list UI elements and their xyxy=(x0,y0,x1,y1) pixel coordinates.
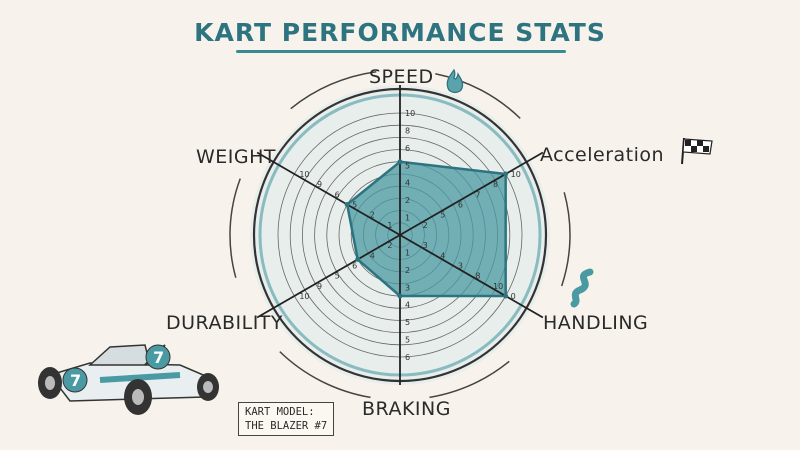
tick-label: 2 xyxy=(370,211,375,220)
tick-label: 7 xyxy=(475,190,480,199)
tick-label: 8 xyxy=(493,180,498,189)
tick-label: 6 xyxy=(405,144,410,153)
axis-label-acceleration: Acceleration xyxy=(540,144,665,166)
arrow-handling-braking xyxy=(429,360,510,399)
axis-label-handling: HANDLING xyxy=(543,312,649,334)
axis-label-weight: WEIGHT xyxy=(196,146,277,168)
tick-label: 5 xyxy=(405,161,410,170)
kart-model-box: KART MODEL: THE BLAZER #7 xyxy=(238,402,335,436)
tick-label: 1 xyxy=(387,221,392,230)
data-point-durability xyxy=(355,256,361,262)
arrow-braking-durability xyxy=(279,351,371,399)
tick-label: 9 xyxy=(317,282,322,291)
tick-label: 1 xyxy=(405,248,410,257)
tick-label: 2 xyxy=(387,241,392,250)
tick-label: 3 xyxy=(423,241,428,250)
axis-label-braking: BRAKING xyxy=(362,398,451,420)
tick-label: 10 xyxy=(299,292,309,301)
tick-label: 10 xyxy=(405,109,415,118)
data-point-speed xyxy=(397,159,403,165)
tick-label: 8 xyxy=(405,126,410,135)
tick-label: 5 xyxy=(335,272,340,281)
tick-label: 2 xyxy=(423,221,428,230)
arrow-speed-accel xyxy=(435,72,521,119)
axis-line-weight xyxy=(256,151,401,236)
kart-model-label: KART MODEL: xyxy=(245,406,315,418)
arrow-weight-speed xyxy=(290,70,377,110)
data-point-handling xyxy=(503,293,509,299)
tick-label: 3 xyxy=(458,262,463,271)
tick-label: 6 xyxy=(352,262,357,271)
kart-model-name: THE BLAZER #7 xyxy=(245,420,328,432)
title-underline xyxy=(236,50,566,53)
axis-label-durability: DURABILITY xyxy=(166,312,284,334)
tick-label: 1 xyxy=(405,214,410,223)
data-point-braking xyxy=(397,293,403,299)
data-point-weight xyxy=(344,202,350,207)
tick-label: 5 xyxy=(405,336,410,345)
tick-label: 10 xyxy=(511,170,521,179)
tick-label: 4 xyxy=(405,301,410,310)
tick-label: 2 xyxy=(405,266,410,275)
axis-line-acceleration xyxy=(399,151,544,236)
tick-label: 6 xyxy=(335,190,340,199)
tick-label: 6 xyxy=(458,201,463,210)
tick-label: 4 xyxy=(405,179,410,188)
tick-label: 6 xyxy=(405,353,410,362)
axis-line-handling xyxy=(399,234,544,319)
data-point-acceleration xyxy=(503,171,509,177)
axis-label-speed: SPEED xyxy=(369,66,434,88)
tick-label: 4 xyxy=(440,251,445,260)
tick-label: 5 xyxy=(405,318,410,327)
tick-label: 0 xyxy=(511,292,516,301)
tick-label: 10 xyxy=(493,282,503,291)
tick-label: 2 xyxy=(405,196,410,205)
tick-label: 5 xyxy=(440,211,445,220)
tick-label: 8 xyxy=(475,272,480,281)
tick-label: 5 xyxy=(352,201,357,210)
tick-label: 9 xyxy=(317,180,322,189)
tick-label: 10 xyxy=(299,170,309,179)
arrow-durability-weight xyxy=(229,178,241,278)
tick-label: 3 xyxy=(405,283,410,292)
page-title: KART PERFORMANCE STATS xyxy=(194,18,606,47)
axis-line-durability xyxy=(256,234,401,319)
tick-label: 4 xyxy=(370,251,375,260)
arrow-accel-handling xyxy=(560,192,571,287)
